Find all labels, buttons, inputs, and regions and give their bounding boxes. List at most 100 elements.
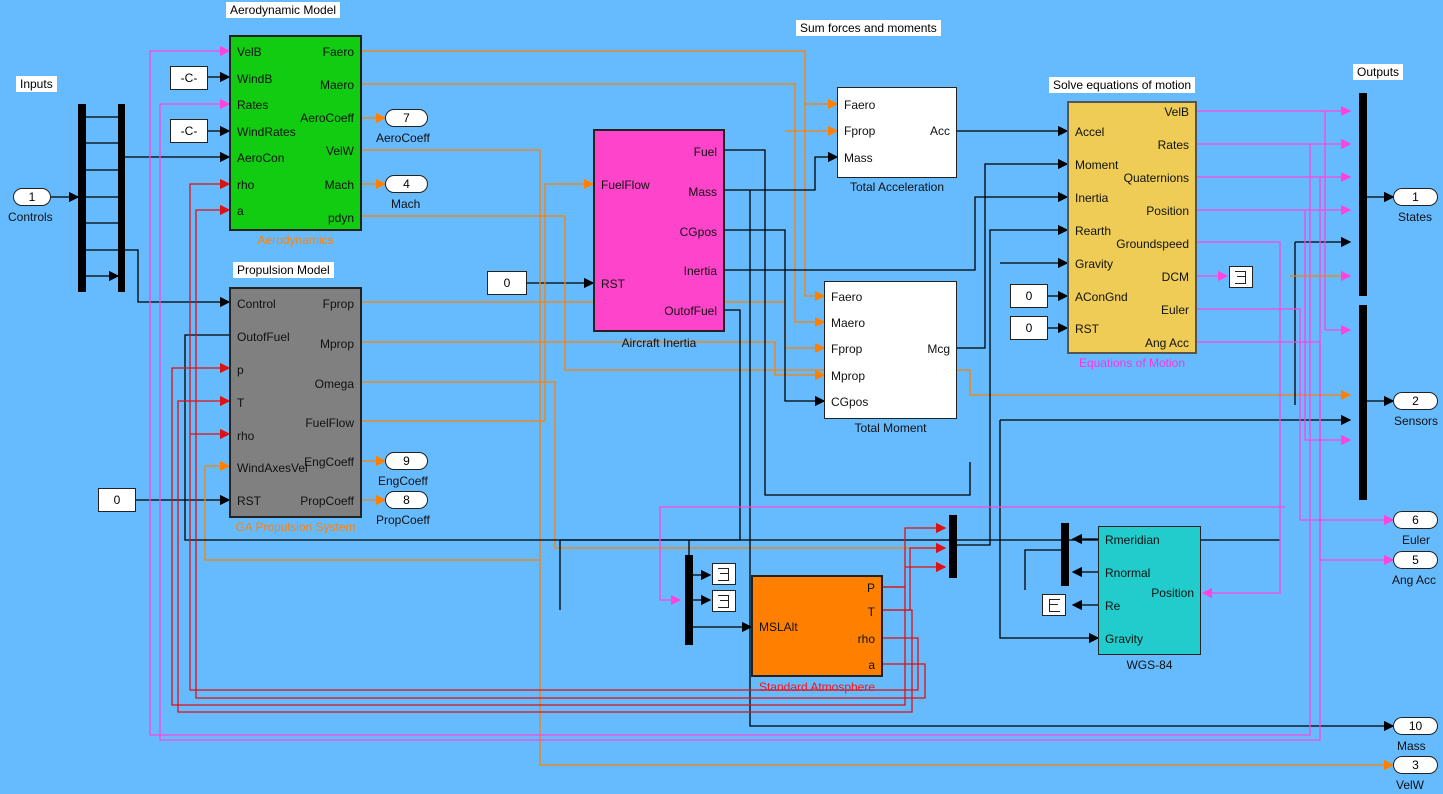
prop-in-p: p: [237, 363, 244, 377]
total-acceleration-block[interactable]: Faero Fprop Mass Acc: [837, 87, 957, 178]
outport-engcoeff-label: EngCoeff: [378, 474, 428, 488]
prop-rst-constant[interactable]: 0: [98, 488, 136, 512]
eom-rst-constant[interactable]: 0: [1010, 316, 1048, 340]
inertia-in-rst: RST: [601, 277, 625, 291]
eom-out-groundspeed: Groundspeed: [1116, 237, 1189, 251]
inport-controls[interactable]: 1: [13, 188, 51, 206]
outport-mach-label: Mach: [391, 197, 421, 211]
prop-out-engcoeff: EngCoeff: [304, 455, 354, 469]
inertia-out-cgpos: CGpos: [679, 225, 717, 239]
prop-title: Propulsion Model: [233, 262, 334, 278]
atmos-out-a: a: [868, 658, 875, 672]
prop-out-omega: Omega: [314, 377, 354, 391]
aero-in-rates: Rates: [237, 98, 269, 112]
inertia-out-mass: Mass: [688, 185, 717, 199]
states-mux-bar[interactable]: [1359, 93, 1367, 296]
outport-engcoeff[interactable]: 9: [385, 452, 428, 470]
eom-title: Solve equations of motion: [1049, 77, 1196, 93]
atmos-mux-bar[interactable]: [949, 515, 957, 578]
sum-title: Sum forces and moments: [796, 20, 941, 36]
acongnd-constant[interactable]: 0: [1010, 284, 1048, 308]
eom-in-inertia: Inertia: [1075, 191, 1109, 205]
prop-in-control: Control: [237, 297, 276, 311]
eom-in-moment: Moment: [1075, 158, 1119, 172]
outport-sensors-label: Sensors: [1394, 414, 1439, 428]
inertia-out-fuel: Fuel: [693, 145, 717, 159]
bus-selector-bar[interactable]: [118, 104, 125, 292]
total-moment-block[interactable]: Faero Maero Fprop Mprop CGpos Mcg: [824, 281, 957, 419]
standard-atmosphere-block[interactable]: MSLAlt P T rho a: [751, 575, 883, 677]
outport-euler[interactable]: 6: [1393, 511, 1438, 529]
wind-b-constant[interactable]: -C-: [170, 66, 208, 90]
outputs-title: Outputs: [1353, 64, 1404, 80]
aero-out-maero: Maero: [319, 78, 354, 92]
outport-states[interactable]: 1: [1393, 188, 1438, 206]
outport-propcoeff-label: PropCoeff: [376, 513, 430, 527]
atmos-out-p: P: [866, 581, 875, 595]
eom-in-rst: RST: [1075, 322, 1099, 336]
aerodynamics-block[interactable]: VelB WindB Rates WindRates AeroCon rho a…: [229, 35, 362, 231]
outport-mass[interactable]: 10: [1393, 717, 1438, 735]
demux-bar[interactable]: [78, 104, 86, 292]
aero-out-velw: VelW: [325, 144, 354, 158]
outport-angacc-label: Ang Acc: [1392, 573, 1437, 587]
wgs84-block[interactable]: Rmeridian Rnormal Re Gravity Position: [1098, 526, 1201, 655]
inputs-title: Inputs: [16, 76, 57, 92]
equations-of-motion-block[interactable]: Accel Moment Inertia Rearth Gravity ACon…: [1067, 101, 1197, 354]
aero-in-a: a: [237, 204, 244, 218]
eom-in-gravity: Gravity: [1075, 257, 1114, 271]
moment-in-fprop: Fprop: [831, 342, 863, 356]
outport-velw[interactable]: 3: [1393, 756, 1438, 774]
aero-out-aerocoeff: AeroCoeff: [300, 111, 354, 125]
outport-aerocoeff[interactable]: 7: [385, 109, 428, 127]
re-terminator-icon[interactable]: [1042, 594, 1066, 616]
aero-out-pdyn: pdyn: [327, 211, 354, 225]
wgs-out-rmeridian: Rmeridian: [1105, 533, 1160, 547]
wgs-out-re: Re: [1105, 599, 1121, 613]
eom-out-euler: Euler: [1160, 303, 1189, 317]
prop-in-windaxesvel: WindAxesVel: [237, 461, 308, 475]
inport-controls-label: Controls: [8, 210, 53, 224]
aircraft-inertia-block[interactable]: FuelFlow RST Fuel Mass CGpos Inertia Out…: [593, 129, 725, 332]
acc-in-mass: Mass: [844, 151, 873, 165]
aero-in-aerocon: AeroCon: [237, 151, 285, 165]
eom-in-rearth: Rearth: [1075, 224, 1112, 238]
aero-out-mach: Mach: [324, 178, 354, 192]
moment-in-faero: Faero: [831, 290, 863, 304]
prop-out-fuelflow: FuelFlow: [305, 416, 354, 430]
aerodynamics-caption: Aerodynamics: [257, 233, 334, 247]
wind-rates-constant[interactable]: -C-: [170, 119, 208, 143]
outport-mach[interactable]: 4: [385, 175, 428, 193]
propulsion-block[interactable]: Control OutofFuel p T rho WindAxesVel RS…: [229, 287, 362, 518]
outport-propcoeff[interactable]: 8: [385, 491, 428, 509]
aero-out-faero: Faero: [322, 45, 354, 59]
wgs-mux-bar[interactable]: [1061, 523, 1069, 586]
inertia-rst-constant[interactable]: 0: [487, 271, 527, 295]
outport-velw-label: VelW: [1396, 778, 1425, 792]
wgs-in-position: Position: [1151, 586, 1194, 600]
prop-in-t: T: [237, 396, 245, 410]
prop-in-outoffuel: OutofFuel: [237, 330, 290, 344]
atmos-out-rho: rho: [857, 632, 875, 646]
terminator-icon[interactable]: [712, 590, 736, 612]
outport-sensors[interactable]: 2: [1393, 392, 1438, 410]
eom-out-rates: Rates: [1157, 138, 1189, 152]
dcm-terminator-icon[interactable]: [1229, 266, 1253, 288]
eom-in-acongnd: AConGnd: [1075, 290, 1128, 304]
propulsion-caption: GA Propulsion System: [235, 520, 356, 534]
aero-title: Aerodynamic Model: [226, 2, 341, 18]
terminator-icon[interactable]: [712, 563, 736, 585]
moment-in-maero: Maero: [831, 316, 866, 330]
inertia-out-inertia: Inertia: [683, 264, 717, 278]
inertia-out-outoffuel: OutofFuel: [664, 304, 717, 318]
outport-angacc[interactable]: 5: [1393, 551, 1438, 569]
eom-out-dcm: DCM: [1161, 270, 1189, 284]
atmos-out-t: T: [867, 605, 875, 619]
acc-in-faero: Faero: [844, 98, 876, 112]
sensors-mux-bar[interactable]: [1359, 305, 1367, 500]
wgs-out-rnormal: Rnormal: [1105, 566, 1151, 580]
acc-in-fprop: Fprop: [844, 124, 876, 138]
alt-mux-bar[interactable]: [685, 555, 693, 645]
